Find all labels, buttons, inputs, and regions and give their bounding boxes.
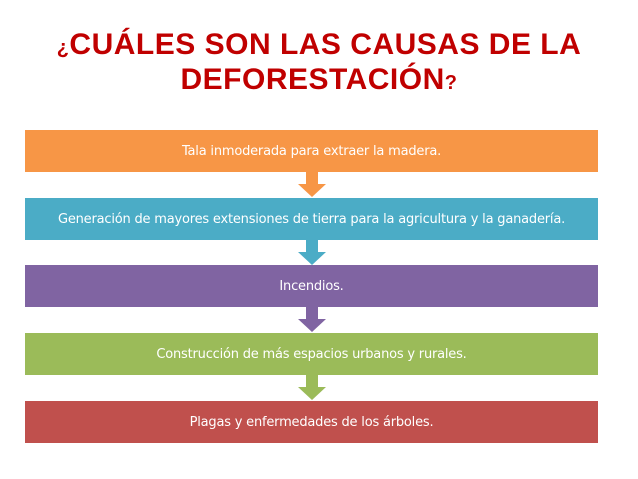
cause-box: Incendios. [25,265,598,307]
down-arrow-icon [298,172,326,197]
close-question-mark: ? [444,72,458,94]
down-arrow-icon [298,375,326,400]
cause-label: Incendios. [279,278,344,294]
down-arrow-icon [298,307,326,332]
cause-box: Plagas y enfermedades de los árboles. [25,401,598,443]
cause-box: Tala inmoderada para extraer la madera. [25,130,598,172]
cause-label: Tala inmoderada para extraer la madera. [181,143,442,159]
cause-label: Plagas y enfermedades de los árboles. [189,414,434,430]
down-arrow-icon [298,240,326,265]
cause-box: Construcción de más espacios urbanos y r… [25,333,598,375]
open-question-mark: ¿ [56,37,70,59]
cause-label: Construcción de más espacios urbanos y r… [156,346,467,362]
cause-box: Generación de mayores extensiones de tie… [25,198,598,240]
title-line-2: DEFORESTACIÓN? [0,62,638,101]
title-line-1: ¿CUÁLES SON LAS CAUSAS DE LA [0,27,638,66]
title-text-2: DEFORESTACIÓN [180,63,445,96]
cause-label: Generación de mayores extensiones de tie… [57,211,566,227]
title-text-1: CUÁLES SON LAS CAUSAS DE LA [69,28,582,61]
